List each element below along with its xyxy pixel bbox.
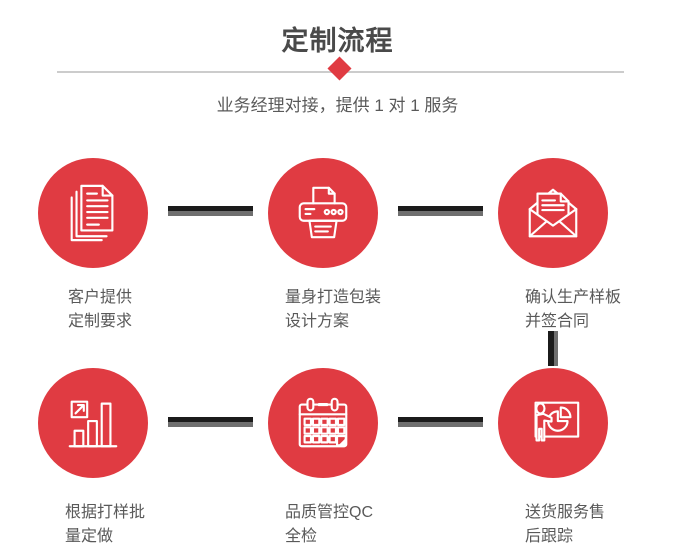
connector-gray-half xyxy=(398,422,483,427)
calendar-icon xyxy=(298,397,348,448)
step-4-label-line1: 根据打样批 xyxy=(65,504,146,521)
step-5-label: 品质管控QC 全检 xyxy=(285,501,373,549)
step-5-label-line1: 品质管控QC xyxy=(285,504,374,521)
page-title: 定制流程 xyxy=(281,26,394,56)
open-envelope-letter-icon xyxy=(528,188,578,238)
connector-dark-half xyxy=(548,331,554,366)
step-3-label-line1: 确认生产样板 xyxy=(525,289,622,306)
connector-dark-half xyxy=(168,206,253,211)
step-2-circle xyxy=(268,158,378,268)
connector-dark-half xyxy=(398,417,483,422)
step-2-label-line1: 量身打造包装 xyxy=(285,289,382,306)
step-1-label-line2: 定制要求 xyxy=(68,313,133,330)
step-3-label-line2: 并签合同 xyxy=(525,313,590,330)
growth-bar-chart-icon xyxy=(68,400,118,448)
step-2-label-line2: 设计方案 xyxy=(285,313,350,330)
presentation-pie-chart-icon xyxy=(534,401,580,442)
connector-dark-half xyxy=(168,417,253,422)
step-2-label: 量身打造包装 设计方案 xyxy=(285,286,381,334)
connector-gray-half xyxy=(554,331,558,366)
connector-gray-half xyxy=(168,422,253,427)
step-3-label: 确认生产样板 并签合同 xyxy=(525,286,621,334)
step-4-circle xyxy=(38,368,148,478)
step-6-label-line2: 后跟踪 xyxy=(525,528,574,545)
connector-step1-step2 xyxy=(168,206,253,216)
connector-gray-half xyxy=(398,211,483,216)
step-4-label: 根据打样批 量定做 xyxy=(65,501,145,549)
step-6-label: 送货服务售 后跟踪 xyxy=(525,501,605,549)
step-3-circle xyxy=(498,158,608,268)
step-4-label-line2: 量定做 xyxy=(65,528,114,545)
connector-step3-step6 xyxy=(548,331,558,366)
step-1-circle xyxy=(38,158,148,268)
connector-dark-half xyxy=(398,206,483,211)
stacked-documents-icon xyxy=(70,184,114,242)
step-6-label-line1: 送货服务售 xyxy=(525,504,606,521)
step-5-circle xyxy=(268,368,378,478)
connector-step5-step6 xyxy=(398,417,483,427)
subtitle: 业务经理对接，提供 1 对 1 服务 xyxy=(216,96,459,115)
step-1-label: 客户提供 定制要求 xyxy=(68,286,132,334)
step-6-circle xyxy=(498,368,608,478)
connector-gray-half xyxy=(168,211,253,216)
connector-step2-step3 xyxy=(398,206,483,216)
step-1-label-line1: 客户提供 xyxy=(68,289,133,306)
connector-step4-step5 xyxy=(168,417,253,427)
diamond-icon xyxy=(327,56,352,81)
step-5-label-line2: 全检 xyxy=(285,528,318,545)
printer-icon xyxy=(298,186,348,239)
